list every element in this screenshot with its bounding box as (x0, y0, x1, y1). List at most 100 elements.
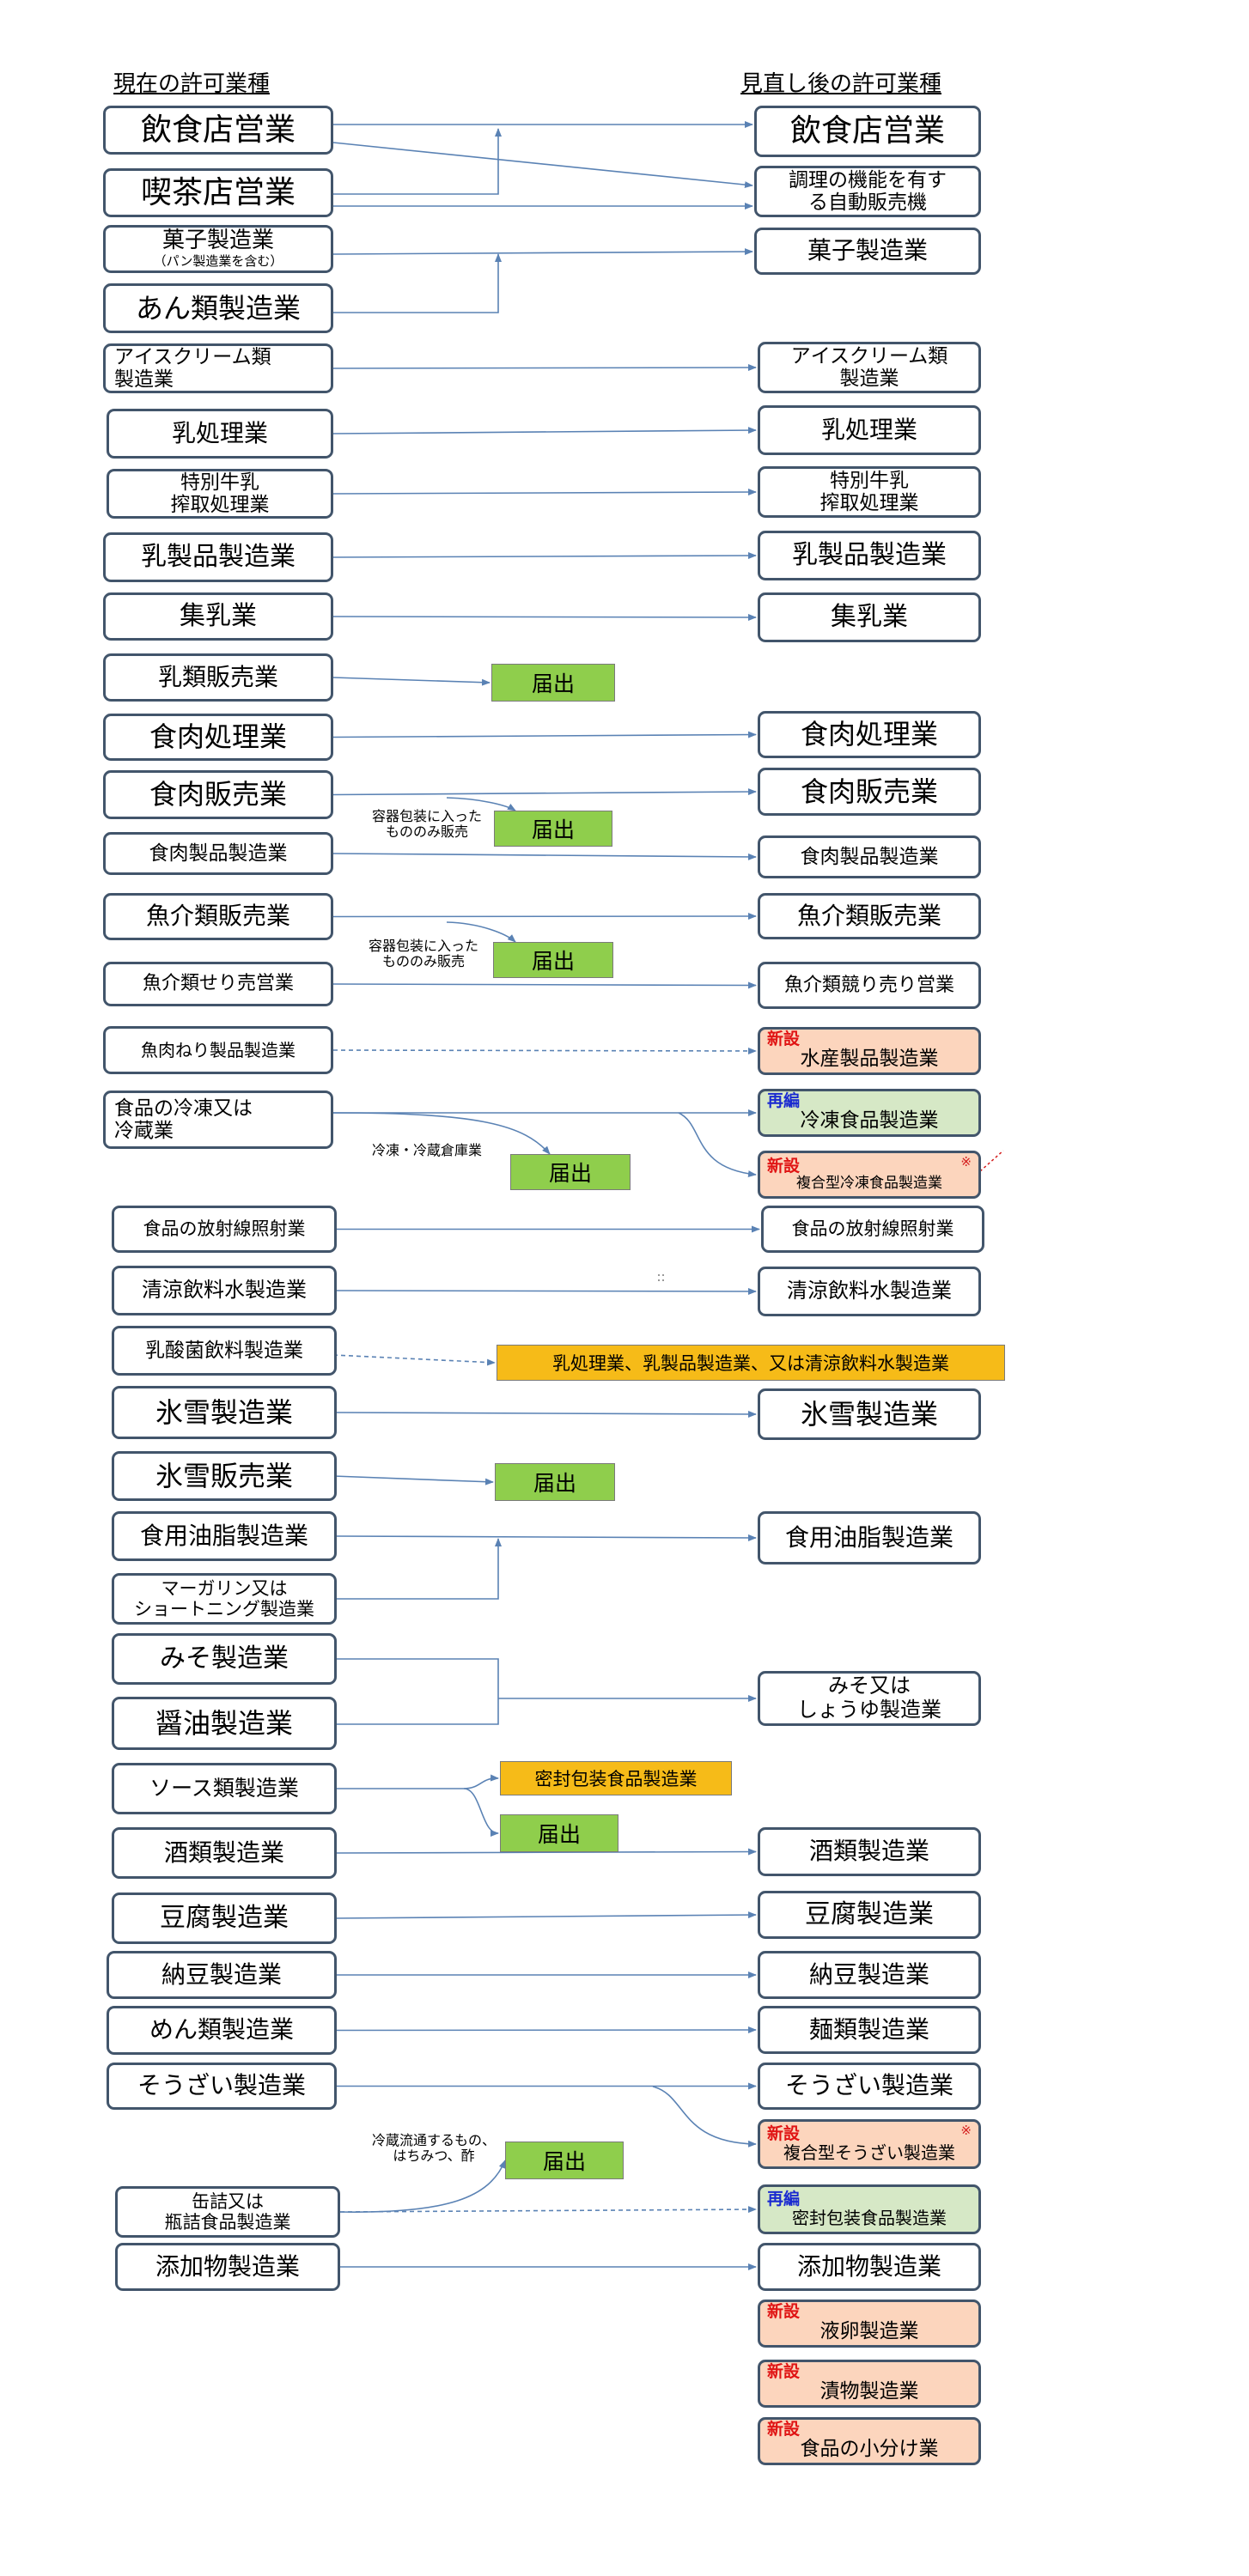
permit-label: 食用油脂製造業 (784, 1522, 954, 1552)
revised-permit-sake: 酒類製造業 (758, 1827, 981, 1876)
revised-permit-suisan: 新設水産製品製造業 (758, 1027, 981, 1075)
permit-label: 飲食店営業 (789, 113, 945, 149)
current-permit-nyusankin: 乳酸菌飲料製造業 (112, 1326, 337, 1376)
permit-label: 食肉製品製造業 (149, 841, 288, 865)
arrow-kashi (332, 248, 753, 256)
revised-permit-hyosetsu: 氷雪製造業 (758, 1388, 981, 1440)
condition-note: 容器包装に入った もののみ販売 (368, 938, 478, 970)
arrow-gyoniku-suisan (332, 1047, 757, 1054)
permit-label: 酒類製造業 (808, 1837, 929, 1866)
permit-label: 麺類製造業 (808, 2014, 929, 2044)
current-permit-hyosetsu-hanbai: 氷雪販売業 (112, 1451, 337, 1501)
revised-permit-yushi: 食用油脂製造業 (758, 1511, 981, 1564)
arrow-nyusankin-merged (332, 1354, 496, 1366)
stray-marks (658, 1274, 664, 1281)
permit-sublabel: （パン製造業を含む） (153, 253, 283, 270)
permit-label: 特別牛乳 搾取処理業 (170, 471, 270, 516)
permit-label: 乳製品製造業 (792, 539, 947, 570)
permit-label: 喫茶店営業 (140, 174, 295, 210)
arrow-shokuniku_shori-to-shokuniku_shori (332, 731, 757, 738)
revised-permit-hoshasen: 食品の放射線照射業 (761, 1206, 984, 1253)
permit-label: 乳処理業 (171, 418, 268, 447)
current-permit-nyuseihin: 乳製品製造業 (103, 532, 333, 582)
arrow-men-to-men (336, 2026, 757, 2034)
revised-permit-shunyu: 集乳業 (758, 592, 981, 642)
notification-box: 届出 (494, 811, 612, 847)
permit-label: 食用油脂製造業 (139, 1521, 308, 1550)
current-permit-gyoniku: 魚肉ねり製品製造業 (103, 1026, 333, 1074)
permit-label: 食肉販売業 (800, 775, 938, 808)
revised-permit-nyushori: 乳処理業 (758, 405, 981, 455)
arrow-nyuhanbai-notify (332, 677, 490, 686)
current-permit-sozai: そうざい製造業 (107, 2063, 337, 2110)
merge-miso-shoyu (337, 1658, 499, 1725)
revised-permit-shokuniku-hanbai: 食肉販売業 (758, 768, 981, 816)
permit-label: 乳処理業 (820, 415, 917, 444)
revised-permits-header: 見直し後の許可業種 (740, 71, 942, 97)
current-permit-an: あん類製造業 (103, 283, 333, 333)
revised-permit-natto: 納豆製造業 (758, 1951, 981, 1999)
current-permit-hyosetsu: 氷雪製造業 (112, 1386, 337, 1439)
current-permit-nyuhanbai: 乳類販売業 (103, 653, 333, 702)
current-permit-kissa: 喫茶店営業 (103, 168, 333, 217)
arrow-kanzume-notify (339, 2160, 506, 2213)
arrow-nyushori-to-nyushori (332, 427, 757, 434)
revised-permit-ekiran: 新設液卵製造業 (758, 2300, 981, 2348)
notification-box: 届出 (493, 942, 613, 978)
permit-label: 納豆製造業 (808, 1959, 929, 1989)
current-permit-seiryo: 清涼飲料水製造業 (112, 1266, 337, 1315)
permit-label: 水産製品製造業 (800, 1048, 939, 1071)
permit-label: あん類製造業 (135, 291, 301, 325)
current-permit-tofu: 豆腐製造業 (112, 1893, 337, 1944)
permit-label: 酒類製造業 (163, 1838, 284, 1867)
new-tag: 新設 (767, 1030, 801, 1049)
arrow-hyosetsu-notify (332, 1475, 494, 1485)
revised-permit-nyuseihin: 乳製品製造業 (758, 531, 981, 580)
arrow-gyokai_seri-to-gyokai_seri (332, 981, 757, 989)
new-tag: 新設 (767, 2302, 801, 2322)
permit-label: 添加物製造業 (796, 2251, 941, 2281)
current-permit-shokuniku-hanbai: 食肉販売業 (103, 770, 333, 819)
current-permit-reito: 食品の冷凍又は 冷蔵業 (103, 1091, 333, 1149)
reorganized-tag: 再編 (767, 2190, 801, 2209)
permit-label: 魚介類販売業 (796, 901, 941, 930)
condition-note: 冷凍・冷蔵倉庫業 (371, 1142, 482, 1158)
revised-permit-kashi: 菓子製造業 (754, 228, 981, 275)
permit-label: めん類製造業 (149, 2015, 294, 2044)
arrow-hyosetsu-to-hyosetsu (336, 1410, 757, 1418)
condition-note: 容器包装に入った もののみ販売 (371, 808, 482, 841)
permit-label: アイスクリーム類 製造業 (114, 345, 271, 391)
revised-permit-mippu: 再編密封包装食品製造業 (758, 2184, 981, 2234)
revised-permit-shokuniku-seihin: 食肉製品製造業 (758, 835, 981, 878)
permit-label: 清涼飲料水製造業 (142, 1278, 307, 1303)
current-permit-tokubetsu: 特別牛乳 搾取処理業 (107, 469, 333, 519)
permit-label: 食肉処理業 (149, 720, 287, 754)
permit-label: 食品の小分け業 (800, 2438, 939, 2461)
arrow-sozai-fukugo (652, 2086, 757, 2148)
permit-label: 氷雪製造業 (800, 1397, 938, 1431)
permit-label: 調理の機能を有す る自動販売機 (789, 168, 947, 214)
permit-label: そうざい製造業 (784, 2071, 954, 2100)
notification-box: 届出 (491, 664, 615, 702)
permit-label: 食品の放射線照射業 (791, 1218, 954, 1240)
permit-label: 醤油製造業 (155, 1706, 293, 1740)
condition-note: 冷蔵流通するもの、 はちみつ、酢 (371, 2132, 496, 2165)
notification-box: 届出 (510, 1154, 631, 1190)
arrow-kissa-merge (333, 128, 502, 195)
arrow-margarine-merge (337, 1538, 502, 1600)
permit-label: 食肉販売業 (149, 778, 287, 811)
current-permit-yushi: 食用油脂製造業 (112, 1511, 337, 1561)
permit-label: 缶詰又は 瓶詰食品製造業 (164, 2190, 291, 2233)
arrow-nyuseihin-to-nyuseihin (332, 552, 757, 560)
permit-label: 食品の冷凍又は 冷蔵業 (114, 1097, 253, 1142)
permit-label: 清涼飲料水製造業 (787, 1279, 952, 1303)
permit-label: 氷雪製造業 (155, 1395, 293, 1429)
revised-permit-jidohanbai: 調理の機能を有す る自動販売機 (754, 166, 981, 217)
current-permit-margarine: マーガリン又は ショートニング製造業 (112, 1573, 337, 1625)
arrow-inshoku-vending (332, 142, 753, 189)
current-permits-header: 現在の許可業種 (113, 71, 271, 97)
current-permit-shokuniku-seihin: 食肉製品製造業 (103, 832, 333, 875)
permit-label: 乳類販売業 (157, 662, 278, 691)
permit-label: 魚肉ねり製品製造業 (141, 1039, 295, 1060)
